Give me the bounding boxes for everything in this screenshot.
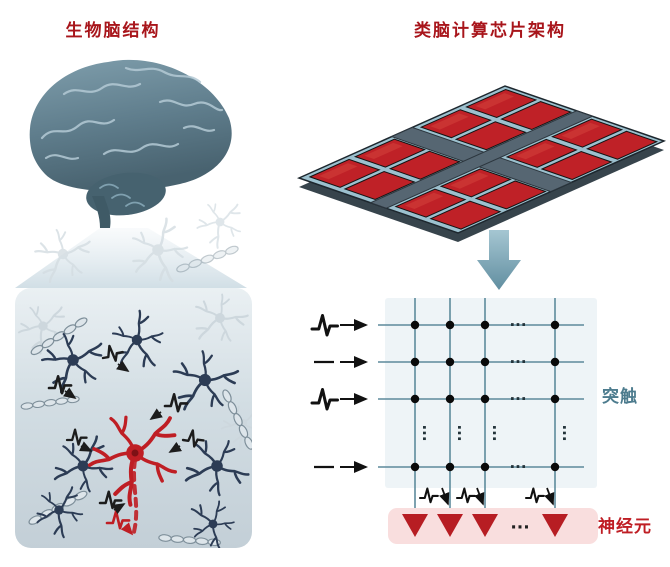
chip-board	[299, 86, 664, 233]
svg-text:···: ···	[509, 458, 526, 476]
chip-channel-horizontal	[371, 111, 593, 209]
neuron-label: 神经元	[598, 517, 652, 537]
brain-illustration	[15, 59, 247, 300]
output-spikes	[418, 487, 555, 506]
red-neuron-nucleus	[131, 449, 139, 457]
neuron-triangle	[472, 514, 498, 537]
synapse-label: 突触	[602, 387, 638, 407]
ghost-neurons	[19, 288, 252, 447]
neuron-zoom-panel	[15, 288, 252, 548]
output-arrow-icon	[439, 487, 450, 506]
row-inputs	[310, 314, 368, 473]
svg-text:···: ···	[509, 353, 526, 371]
red-axon	[131, 458, 139, 538]
neuron-triangle	[542, 514, 568, 537]
left-section-title: 生物脑结构	[65, 21, 161, 41]
row-ellipses: ··· ··· ··· ···	[509, 316, 526, 476]
svg-text:···: ···	[450, 424, 468, 441]
cerebellum-folds	[99, 183, 145, 207]
brainstem	[92, 196, 111, 228]
synapse-dots	[410, 320, 560, 472]
neuron-triangle	[437, 514, 463, 537]
red-neuron	[90, 415, 177, 538]
right-section-title: 类脑计算芯片架构	[414, 21, 566, 41]
svg-text:···: ···	[555, 424, 573, 441]
output-spike-icon	[524, 487, 545, 504]
input-spike-icon	[310, 314, 339, 337]
neuron-row-ellipsis: ···	[510, 518, 529, 538]
neuron-scene	[15, 288, 252, 548]
flow-down-arrow-icon	[477, 230, 521, 290]
output-arrow-icon	[544, 487, 555, 506]
output-spike-icon	[455, 487, 476, 504]
neuron-triangle	[402, 514, 428, 537]
brain	[29, 59, 232, 228]
neurons	[31, 307, 252, 548]
svg-text:···: ···	[509, 390, 526, 408]
chip-dies	[310, 89, 657, 229]
crossbar-panel	[385, 298, 597, 488]
cerebrum	[29, 59, 232, 192]
column-lines	[414, 298, 556, 513]
input-spike-icon	[310, 388, 339, 411]
crossbar-array: ··· ··· ··· ··· ··· ··· ··· ···	[310, 298, 598, 544]
chip-die-highlights	[319, 93, 600, 209]
gyri-lines	[40, 66, 224, 160]
chip-board-illustration	[280, 70, 670, 242]
signal-arrows	[63, 360, 183, 536]
output-arrow-icon	[474, 487, 485, 506]
svg-text:···: ···	[509, 316, 526, 334]
svg-text:···: ···	[415, 424, 433, 441]
output-spike-icon	[418, 487, 439, 504]
neuron-row: ···	[388, 508, 598, 544]
column-ellipses: ··· ··· ··· ···	[415, 424, 573, 441]
svg-text:···: ···	[485, 424, 503, 441]
